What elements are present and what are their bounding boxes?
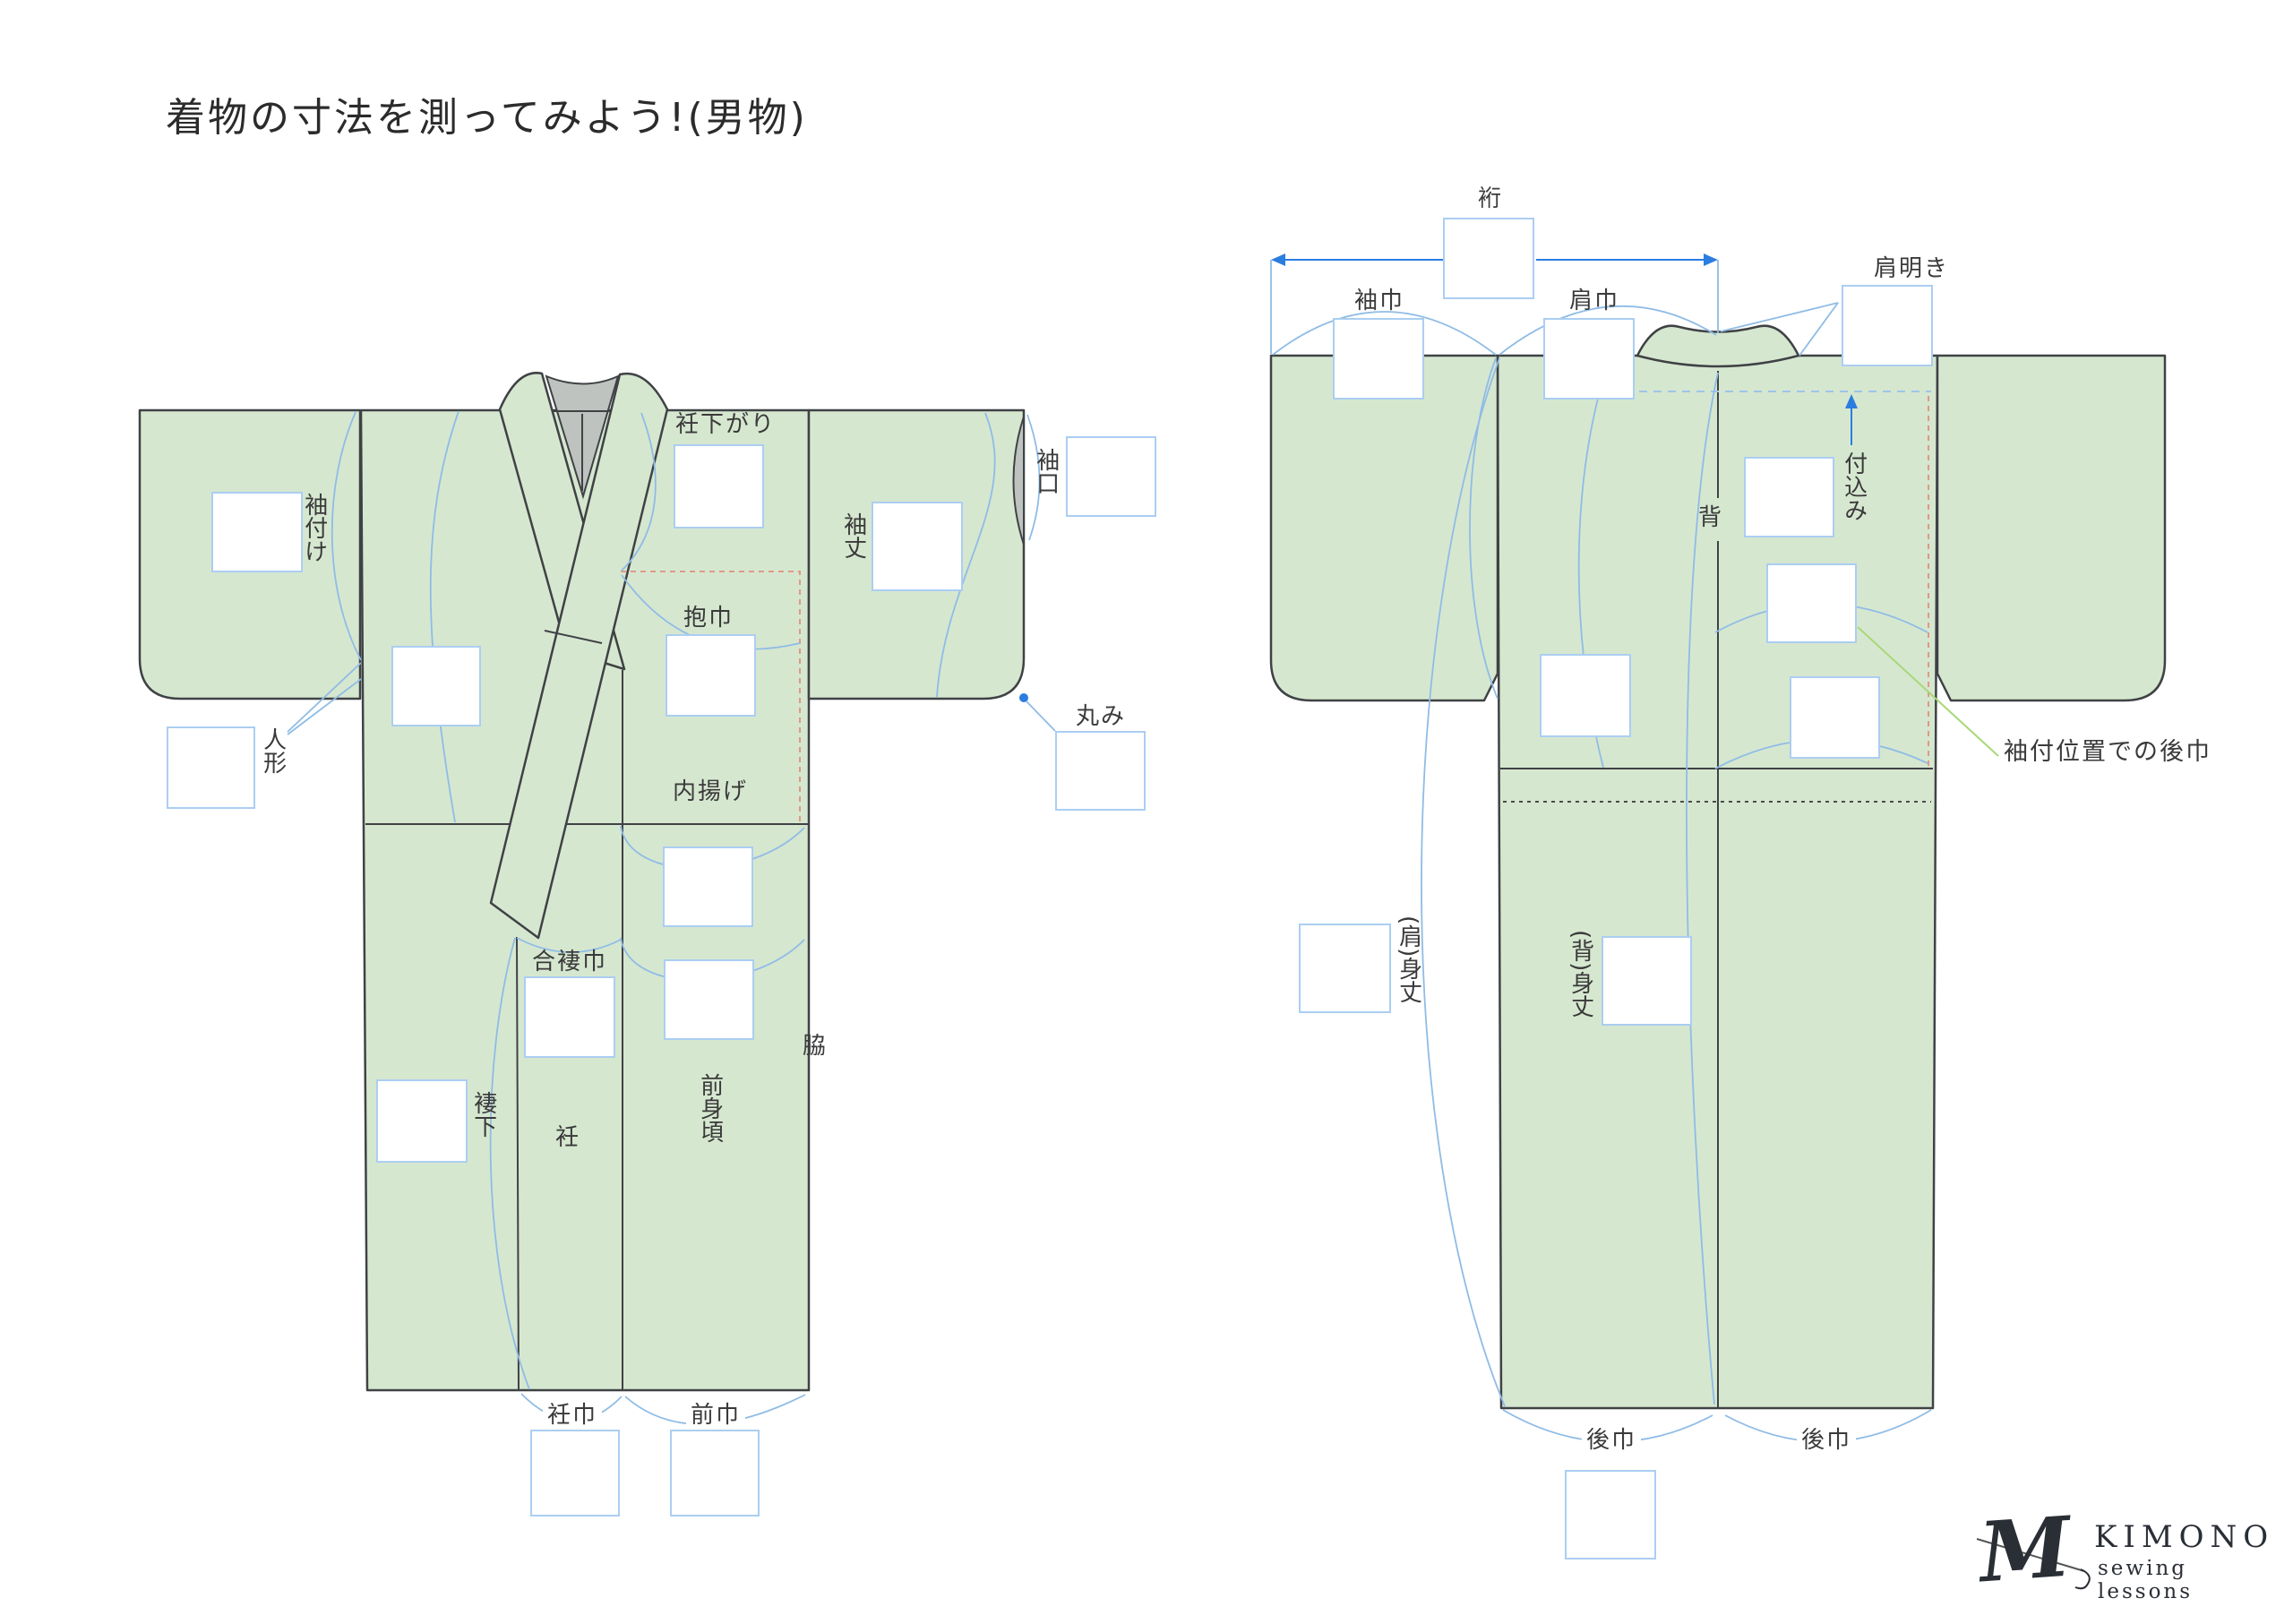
yuki-extension-lines — [1270, 260, 1719, 354]
label-marumi: 丸み — [1076, 703, 1127, 730]
input-box-dakihaba[interactable] — [666, 634, 756, 717]
input-box-ningyo[interactable] — [167, 726, 255, 809]
label-tsumashita: 褄下 — [469, 1091, 497, 1138]
input-box-ushirohaba-sodetsuke[interactable] — [1766, 563, 1857, 643]
kimono-sewing-lessons-logo: M KIMONO sewing lessons — [1975, 1499, 2280, 1603]
label-ushirohaba-at-sodetsuke: 袖付位置での後巾 — [2004, 738, 2211, 766]
sleeve-opening-crescent — [1012, 416, 1025, 546]
input-box-marumi[interactable] — [1055, 731, 1146, 811]
marumi-corner-dot — [1019, 693, 1028, 702]
label-ushirohaba-right: 後巾 — [1797, 1427, 1857, 1455]
front-body-curve — [429, 410, 459, 823]
se-mitake-curve — [1686, 372, 1719, 1405]
ushirohaba-green-leader — [1857, 626, 1999, 757]
sodehaba-brace — [1272, 311, 1497, 356]
input-box-front-body[interactable] — [391, 646, 481, 726]
label-okumihaba: 衽巾 — [543, 1402, 603, 1430]
label-sodetsuke: 袖付け — [300, 493, 328, 563]
input-box-sodehaba[interactable] — [1333, 318, 1424, 400]
sodeguchi-brace — [1026, 414, 1041, 541]
back-view-drawing — [1269, 253, 2167, 1443]
label-okumisagari: 衽下がり — [675, 411, 777, 438]
ningyo-leader-lines — [287, 662, 362, 735]
dakihaba-dashed-guide — [621, 571, 801, 824]
input-box-aizumahaba[interactable] — [524, 976, 615, 1058]
input-box-sodeguchi[interactable] — [1066, 436, 1156, 517]
input-box-katahaba[interactable] — [1543, 318, 1635, 400]
marumi-leader-line — [1026, 700, 1056, 732]
page-title: 着物の寸法を測ってみよう!(男物) — [166, 95, 808, 141]
sodetake-curve — [936, 412, 996, 698]
back-left-sleeve — [1269, 354, 1499, 702]
label-okumi: 衽 — [555, 1124, 581, 1151]
label-kataaki: 肩明き — [1874, 255, 1950, 282]
input-box-sodetsuke[interactable] — [211, 492, 303, 572]
label-ushirohaba-left: 後巾 — [1582, 1427, 1642, 1455]
back-collar — [1636, 324, 1800, 368]
label-dakihaba: 抱巾 — [683, 605, 734, 632]
aizumahaba-brace — [516, 937, 622, 953]
collar-tip-seam — [544, 630, 603, 644]
label-se: 背 — [1698, 504, 1724, 531]
label-kata-mitake: (肩)身丈 — [1395, 915, 1422, 1004]
logo-monogram: M — [1976, 1498, 2074, 1602]
label-tsukekomi: 付込み — [1840, 451, 1868, 521]
kataaki-leader-lines — [1720, 302, 1839, 357]
input-box-back-right[interactable] — [1790, 676, 1880, 759]
label-sodeguchi: 袖口 — [1032, 448, 1060, 494]
label-uchiage: 内揚げ — [673, 778, 749, 805]
input-box-se-mitake[interactable] — [1602, 936, 1692, 1026]
label-ningyo: 人形 — [259, 727, 287, 774]
input-box-maehaba[interactable] — [670, 1430, 760, 1517]
kata-mitake-curve — [1421, 357, 1506, 1407]
input-box-back-left[interactable] — [1540, 654, 1631, 737]
katahaba-brace — [1499, 305, 1717, 356]
yuki-arrow-head-right — [1704, 253, 1718, 266]
logo-brand-text: KIMONO — [2094, 1519, 2275, 1555]
input-box-okumisagari[interactable] — [674, 444, 764, 528]
logo-subtitle-text: sewing lessons — [2098, 1557, 2194, 1603]
tsukekomi-arrow-head — [1845, 394, 1858, 408]
input-box-yuki[interactable] — [1443, 218, 1534, 299]
needle-icon — [1976, 1538, 2091, 1590]
input-box-sodetake[interactable] — [872, 502, 963, 591]
input-box-front-lower[interactable] — [664, 959, 754, 1040]
input-box-kataaki[interactable] — [1842, 285, 1933, 366]
back-right-sleeve — [1936, 354, 2167, 702]
input-box-uchiage[interactable] — [663, 846, 753, 927]
label-sodetake: 袖丈 — [839, 512, 867, 559]
yuki-arrow-head-left — [1271, 253, 1285, 266]
label-maehaba: 前巾 — [686, 1402, 746, 1430]
label-maemigoro: 前身頃 — [696, 1073, 724, 1143]
okumisagari-curve — [621, 412, 657, 571]
tsumashita-curve — [489, 937, 530, 1390]
label-yuki: 裄 — [1478, 185, 1504, 212]
back-sleeve-seam-curve — [1469, 357, 1499, 700]
label-sodehaba: 袖巾 — [1354, 288, 1405, 314]
input-box-kata-mitake[interactable] — [1299, 924, 1391, 1013]
input-box-tsumashita[interactable] — [376, 1079, 468, 1163]
okumi-left-seam — [516, 936, 520, 1391]
label-aizumahaba: 合褄巾 — [532, 949, 608, 975]
label-waki: 脇 — [803, 1033, 829, 1060]
sodetsuke-curve — [331, 411, 362, 661]
label-katahaba: 肩巾 — [1569, 288, 1620, 314]
collar-band-over — [489, 372, 669, 940]
input-box-okumihaba[interactable] — [530, 1430, 620, 1517]
label-se-mitake: (背)身丈 — [1567, 930, 1594, 1018]
input-box-tsukekomi[interactable] — [1744, 457, 1834, 537]
input-box-ushirohaba[interactable] — [1565, 1470, 1656, 1560]
